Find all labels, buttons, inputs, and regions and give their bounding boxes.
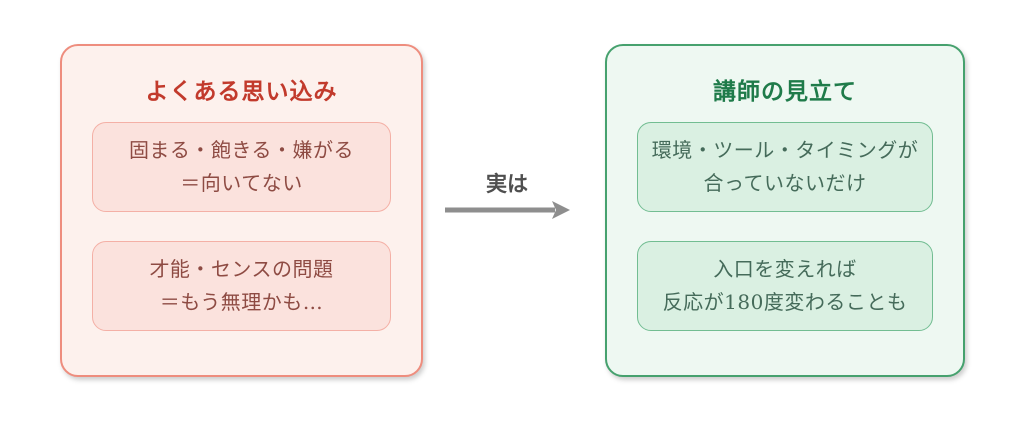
misconception-panel-title: よくある思い込み [145, 78, 338, 105]
assessment-box-2-line-2: 反応が180度変わることも [662, 290, 908, 314]
misconception-panel: よくある思い込み 固まる・飽きる・嫌がる ＝向いてない 才能・センスの問題 ＝も… [60, 44, 423, 377]
misconception-box-2-line-2: ＝もう無理かも… [159, 290, 324, 314]
misconception-box-2-line-1: 才能・センスの問題 [149, 257, 334, 281]
assessment-box-1-line-1: 環境・ツール・タイミングが [651, 138, 919, 162]
assessment-box-1: 環境・ツール・タイミングが 合っていないだけ [637, 122, 933, 212]
misconception-box-1: 固まる・飽きる・嫌がる ＝向いてない [92, 122, 391, 212]
assessment-panel-title: 講師の見立て [713, 78, 857, 105]
assessment-box-1-line-2: 合っていないだけ [703, 171, 867, 195]
misconception-box-2: 才能・センスの問題 ＝もう無理かも… [92, 241, 391, 331]
misconception-box-1-line-2: ＝向いてない [180, 171, 303, 195]
assessment-panel: 講師の見立て 環境・ツール・タイミングが 合っていないだけ 入口を変えれば 反応… [605, 44, 965, 377]
right-arrow-icon [445, 201, 570, 219]
assessment-box-2-line-1: 入口を変えれば [713, 257, 857, 281]
connector-label: 実は [486, 172, 528, 196]
misconception-box-1-line-1: 固まる・飽きる・嫌がる [128, 138, 355, 162]
assessment-box-2: 入口を変えれば 反応が180度変わることも [637, 241, 933, 331]
